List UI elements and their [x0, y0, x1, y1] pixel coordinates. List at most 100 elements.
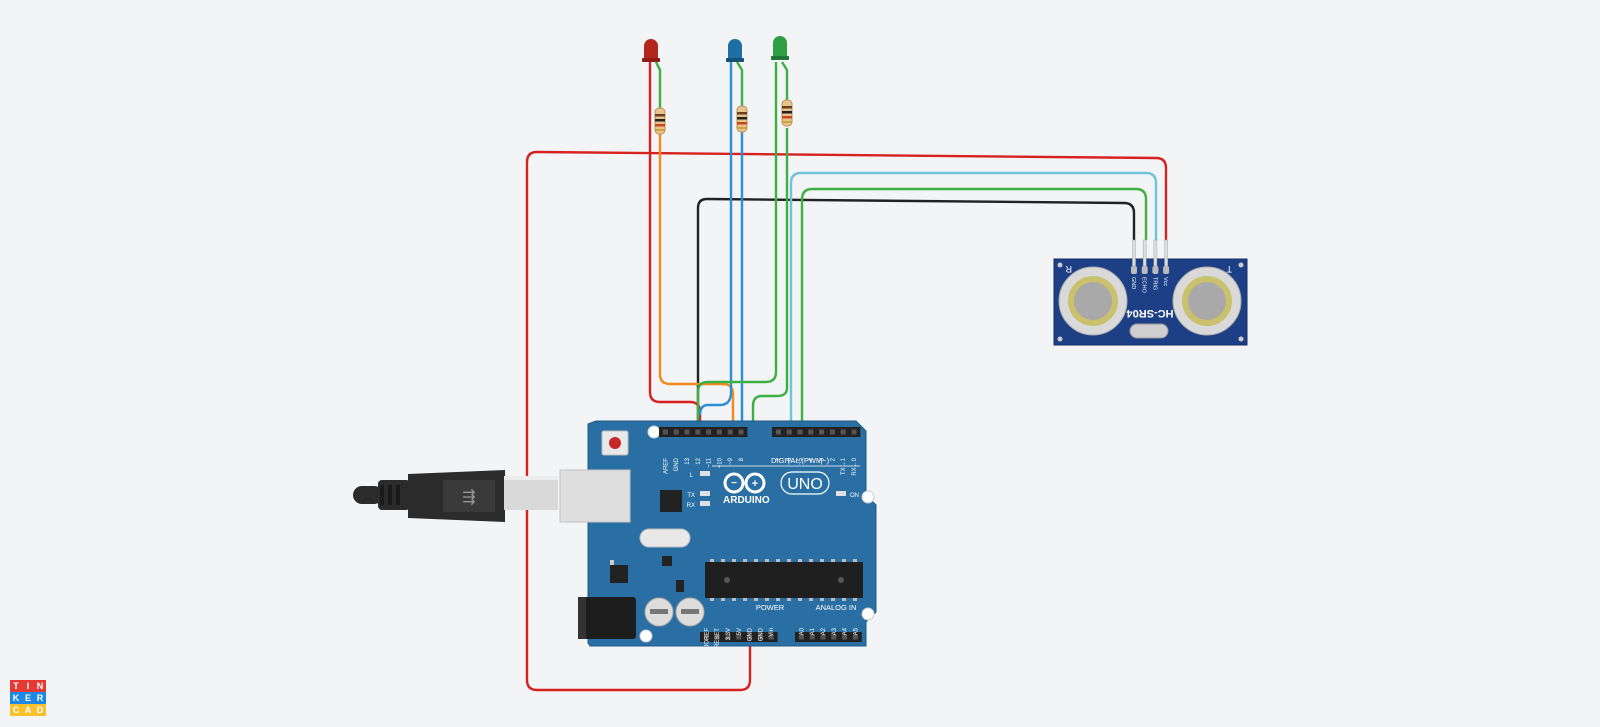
- resistor-2[interactable]: [736, 105, 748, 133]
- pin-label: A1: [810, 627, 816, 635]
- header-pin[interactable]: [727, 429, 733, 435]
- label-led-rx: RX: [687, 503, 695, 509]
- header-pin[interactable]: [747, 634, 753, 640]
- header-pin[interactable]: [809, 634, 815, 640]
- sensor-pin[interactable]: [1164, 239, 1168, 267]
- sensor-pin-label: GND: [1130, 277, 1136, 289]
- svg-text:+: +: [752, 478, 758, 490]
- sensor-pin[interactable]: [1153, 239, 1158, 267]
- sensor-pin-label: Vcc: [1162, 277, 1168, 286]
- header-pin[interactable]: [775, 429, 781, 435]
- pin-label: ~10: [717, 457, 723, 468]
- wire-green-led[interactable]: [696, 62, 778, 432]
- label-led-l: L: [690, 473, 694, 479]
- wire-echo[interactable]: [800, 187, 1148, 432]
- usb-icon: ⇶: [462, 488, 475, 506]
- led-red[interactable]: [642, 39, 660, 62]
- header-pin[interactable]: [714, 634, 720, 640]
- pin-label: A2: [821, 627, 827, 635]
- header-pin[interactable]: [662, 429, 668, 435]
- pin-label: ~6: [787, 457, 793, 465]
- header-pin[interactable]: [820, 634, 826, 640]
- pin-label: 8: [739, 457, 745, 461]
- pin-label: GND: [674, 457, 680, 471]
- resistor-3[interactable]: [781, 99, 793, 127]
- header-pin[interactable]: [842, 634, 848, 640]
- pin-label: 3.3V: [726, 628, 732, 640]
- header-pin[interactable]: [831, 634, 837, 640]
- sensor-pin[interactable]: [1132, 239, 1136, 267]
- dc-jack: [578, 597, 636, 639]
- pin-label: ~3: [820, 457, 826, 465]
- wire-gnd[interactable]: [696, 197, 1136, 432]
- sensor-pin-label: TRIG: [1151, 277, 1157, 290]
- power-label: POWER: [756, 603, 785, 612]
- header-pin[interactable]: [716, 429, 722, 435]
- pin-label: GND: [748, 627, 754, 641]
- header-pin[interactable]: [808, 429, 814, 435]
- logo-letter: R: [34, 692, 46, 704]
- header-pin[interactable]: [829, 429, 835, 435]
- digital-header-label: DIGITAL (PWM~): [771, 456, 830, 465]
- header-pin[interactable]: [695, 429, 701, 435]
- resistor-1[interactable]: [654, 107, 666, 135]
- pin-label: IOREF: [704, 628, 710, 647]
- brand-label: ARDUINO: [723, 495, 770, 506]
- logo-letter: A: [22, 704, 34, 716]
- label-led-tx: TX: [687, 493, 695, 499]
- pin-label: 12: [696, 457, 702, 464]
- pin-label: Vin: [769, 628, 775, 637]
- pin-label: ~11: [707, 457, 713, 467]
- sensor-model-label: HC-SR04: [1126, 307, 1174, 319]
- svg-text:−: −: [731, 478, 737, 489]
- header-pin[interactable]: [684, 429, 690, 435]
- header-pin[interactable]: [703, 634, 709, 640]
- wire-5v-vcc[interactable]: [525, 150, 1168, 692]
- header-pin[interactable]: [786, 429, 792, 435]
- pin-label: 13: [685, 457, 691, 464]
- header-pin[interactable]: [736, 634, 742, 640]
- header-pin[interactable]: [797, 429, 803, 435]
- pin-label: ~9: [728, 457, 734, 465]
- arduino-logo: − +: [723, 472, 766, 494]
- transducer-right: [1172, 266, 1242, 336]
- header-pin[interactable]: [768, 634, 774, 640]
- header-pin[interactable]: [840, 429, 846, 435]
- sensor-label-r: R: [1065, 264, 1072, 274]
- logo-letter: K: [10, 692, 22, 704]
- header-pin[interactable]: [673, 429, 679, 435]
- wire-green-resistor[interactable]: [751, 128, 789, 432]
- header-pin[interactable]: [852, 634, 858, 640]
- header-pin[interactable]: [798, 634, 804, 640]
- wire-blue-led[interactable]: [698, 62, 733, 416]
- pin-label: A0: [799, 627, 805, 635]
- header-pin[interactable]: [757, 634, 763, 640]
- pin-label: TX→1: [841, 457, 847, 475]
- pin-label: A3: [832, 627, 838, 635]
- analog-label: ANALOG IN: [816, 603, 857, 612]
- header-pin[interactable]: [819, 429, 825, 435]
- header-pin[interactable]: [725, 634, 731, 640]
- header-pin[interactable]: [738, 429, 744, 435]
- arduino-board[interactable]: L TX RX ON − + ARDUINO UNO DIGITAL (PWM~…: [559, 420, 877, 648]
- header-pin[interactable]: [851, 429, 857, 435]
- pin-label: 4: [809, 457, 815, 461]
- pin-label: GND: [758, 627, 764, 641]
- led-blue[interactable]: [726, 39, 744, 62]
- pin-label: 7: [776, 457, 782, 461]
- header-pin[interactable]: [706, 429, 712, 435]
- model-label: UNO: [787, 476, 823, 493]
- wire-trig[interactable]: [789, 171, 1158, 432]
- pin-label: AREF: [663, 458, 669, 474]
- wire-orange[interactable]: [658, 130, 735, 432]
- sensor-pin[interactable]: [1142, 239, 1147, 267]
- led-green[interactable]: [771, 36, 789, 60]
- sensor-label-t: T: [1226, 264, 1232, 274]
- wire-red-led[interactable]: [648, 62, 702, 432]
